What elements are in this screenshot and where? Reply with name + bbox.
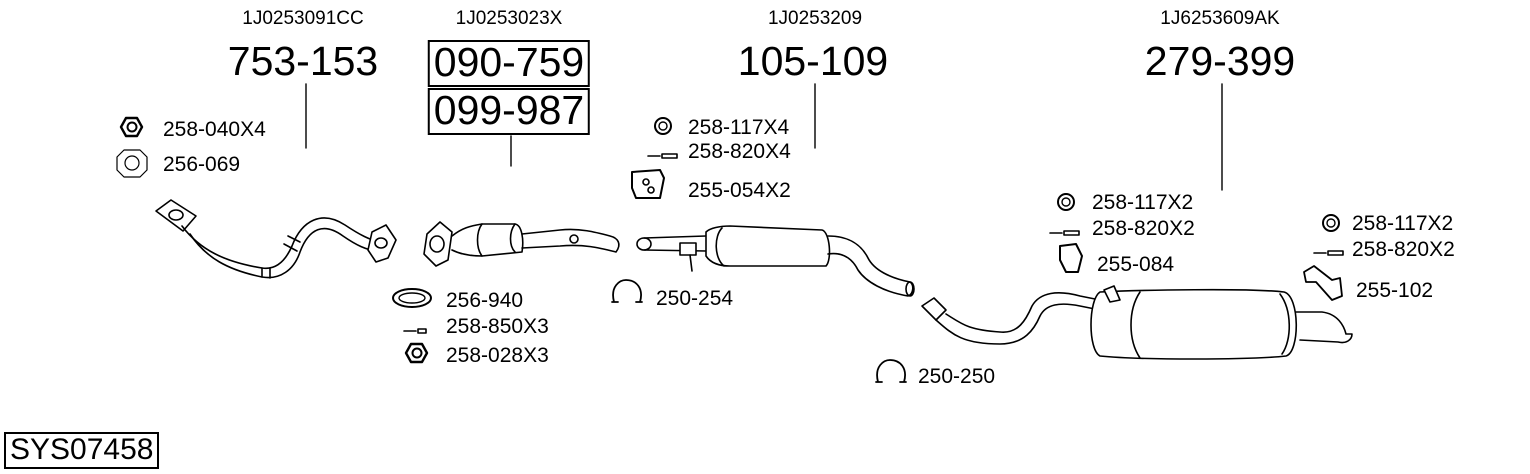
system-code: SYS07458 bbox=[4, 432, 160, 469]
fitting-label: 258-117X2 bbox=[1092, 191, 1194, 214]
rear-silencer bbox=[921, 285, 1353, 360]
fitting-label: 258-117X4 bbox=[688, 116, 790, 139]
bolt-icon-2 bbox=[647, 153, 678, 159]
fitting-label: 258-028X3 bbox=[446, 344, 549, 367]
washer-icon-3 bbox=[1322, 214, 1340, 232]
fitting-label: 258-820X4 bbox=[688, 140, 791, 163]
hanger-icon-2 bbox=[1059, 243, 1083, 273]
fitting-label: 258-820X2 bbox=[1092, 217, 1195, 240]
fitting-label: 250-254 bbox=[656, 287, 734, 310]
oem-number-rear-silencer: 1J6253609AK bbox=[1160, 8, 1280, 29]
bracket-icon bbox=[1303, 265, 1343, 301]
fitting-label: 256-940 bbox=[446, 289, 524, 312]
bolt-icon-3 bbox=[1049, 230, 1080, 236]
leader-lines bbox=[305, 83, 1223, 191]
part-number-rear-silencer: 279-399 bbox=[1144, 38, 1296, 84]
nut-icon-2 bbox=[404, 342, 429, 364]
oem-number-catalyst: 1J0253023X bbox=[455, 8, 563, 29]
part-number-catalyst: 090-759 bbox=[427, 40, 591, 87]
bolt-icon bbox=[403, 328, 427, 334]
part-number-centre-silencer: 105-109 bbox=[737, 38, 889, 84]
catalytic-converter bbox=[423, 221, 620, 267]
fitting-label: 250-250 bbox=[918, 365, 996, 388]
fitting-label: 255-102 bbox=[1356, 279, 1434, 302]
oem-number-centre-silencer: 1J0253209 bbox=[767, 8, 863, 29]
centre-silencer bbox=[636, 225, 915, 297]
fitting-label: 258-040X4 bbox=[163, 118, 266, 141]
bolt-icon-4 bbox=[1313, 250, 1344, 256]
fitting-label: 255-084 bbox=[1097, 253, 1175, 276]
part-number-front-pipe: 753-153 bbox=[227, 38, 379, 84]
oem-number-front-pipe: 1J0253091CC bbox=[242, 8, 364, 29]
fitting-label: 256-069 bbox=[163, 153, 241, 176]
ring-gasket-icon bbox=[392, 288, 432, 308]
fitting-icons bbox=[116, 116, 1344, 383]
fitting-label: 258-117X2 bbox=[1352, 212, 1454, 235]
fitting-label: 258-820X2 bbox=[1352, 238, 1455, 261]
washer-icon bbox=[654, 117, 672, 135]
fitting-label: 258-850X3 bbox=[446, 315, 549, 338]
clamp-icon bbox=[611, 279, 643, 303]
nut-icon bbox=[119, 116, 144, 138]
front-pipe bbox=[155, 199, 397, 279]
fitting-label: 255-054X2 bbox=[688, 179, 791, 202]
washer-icon-2 bbox=[1057, 193, 1075, 211]
gasket-icon bbox=[116, 149, 148, 178]
part-number-catalyst-alt: 099-987 bbox=[427, 88, 591, 135]
clamp-icon-2 bbox=[875, 359, 907, 383]
